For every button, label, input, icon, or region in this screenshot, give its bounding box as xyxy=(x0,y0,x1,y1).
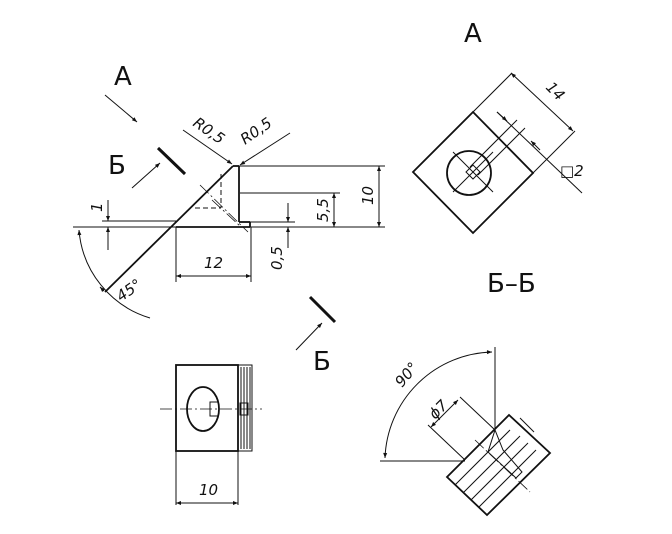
knurling xyxy=(240,367,251,449)
view-a-arrow-label: A xyxy=(114,62,132,92)
section-b-b: Б–Б 90° ϕ7 xyxy=(380,269,552,517)
dim-radius-left: R0,5 xyxy=(190,114,228,148)
dim-view-a-width: 14 xyxy=(542,78,568,104)
dim-section-angle: 90° xyxy=(391,359,422,391)
arrow-icon xyxy=(104,94,138,123)
dim-height-step: 5,5 xyxy=(314,198,332,222)
dim-offset-one: 1 xyxy=(88,202,106,212)
view-a-title: A xyxy=(464,19,482,49)
section-mark-bottom: Б xyxy=(295,295,337,377)
dim-view-a-square: □2 xyxy=(560,162,584,180)
dim-section-diameter: ϕ7 xyxy=(425,396,452,423)
main-view: 10 5,5 0,5 1 12 45° R0,5 R0,5 xyxy=(73,114,385,319)
hatching xyxy=(454,417,537,508)
view-a: A 14 □2 xyxy=(411,19,584,235)
section-mark-top-label: Б xyxy=(108,151,126,181)
dim-width: 12 xyxy=(204,254,223,272)
view-a-arrow: A xyxy=(104,62,138,123)
section-mark-bottom-label: Б xyxy=(313,347,331,377)
dim-bottom-width: 10 xyxy=(199,481,218,499)
dim-offset-small: 0,5 xyxy=(268,246,286,270)
dim-height-total: 10 xyxy=(359,186,377,205)
section-title: Б–Б xyxy=(487,269,536,299)
dim-radius-right: R0,5 xyxy=(237,114,275,148)
arrow-icon xyxy=(131,162,161,189)
section-mark-top: Б xyxy=(108,146,187,189)
bottom-view: 10 xyxy=(160,364,262,505)
arrow-icon xyxy=(295,322,323,351)
